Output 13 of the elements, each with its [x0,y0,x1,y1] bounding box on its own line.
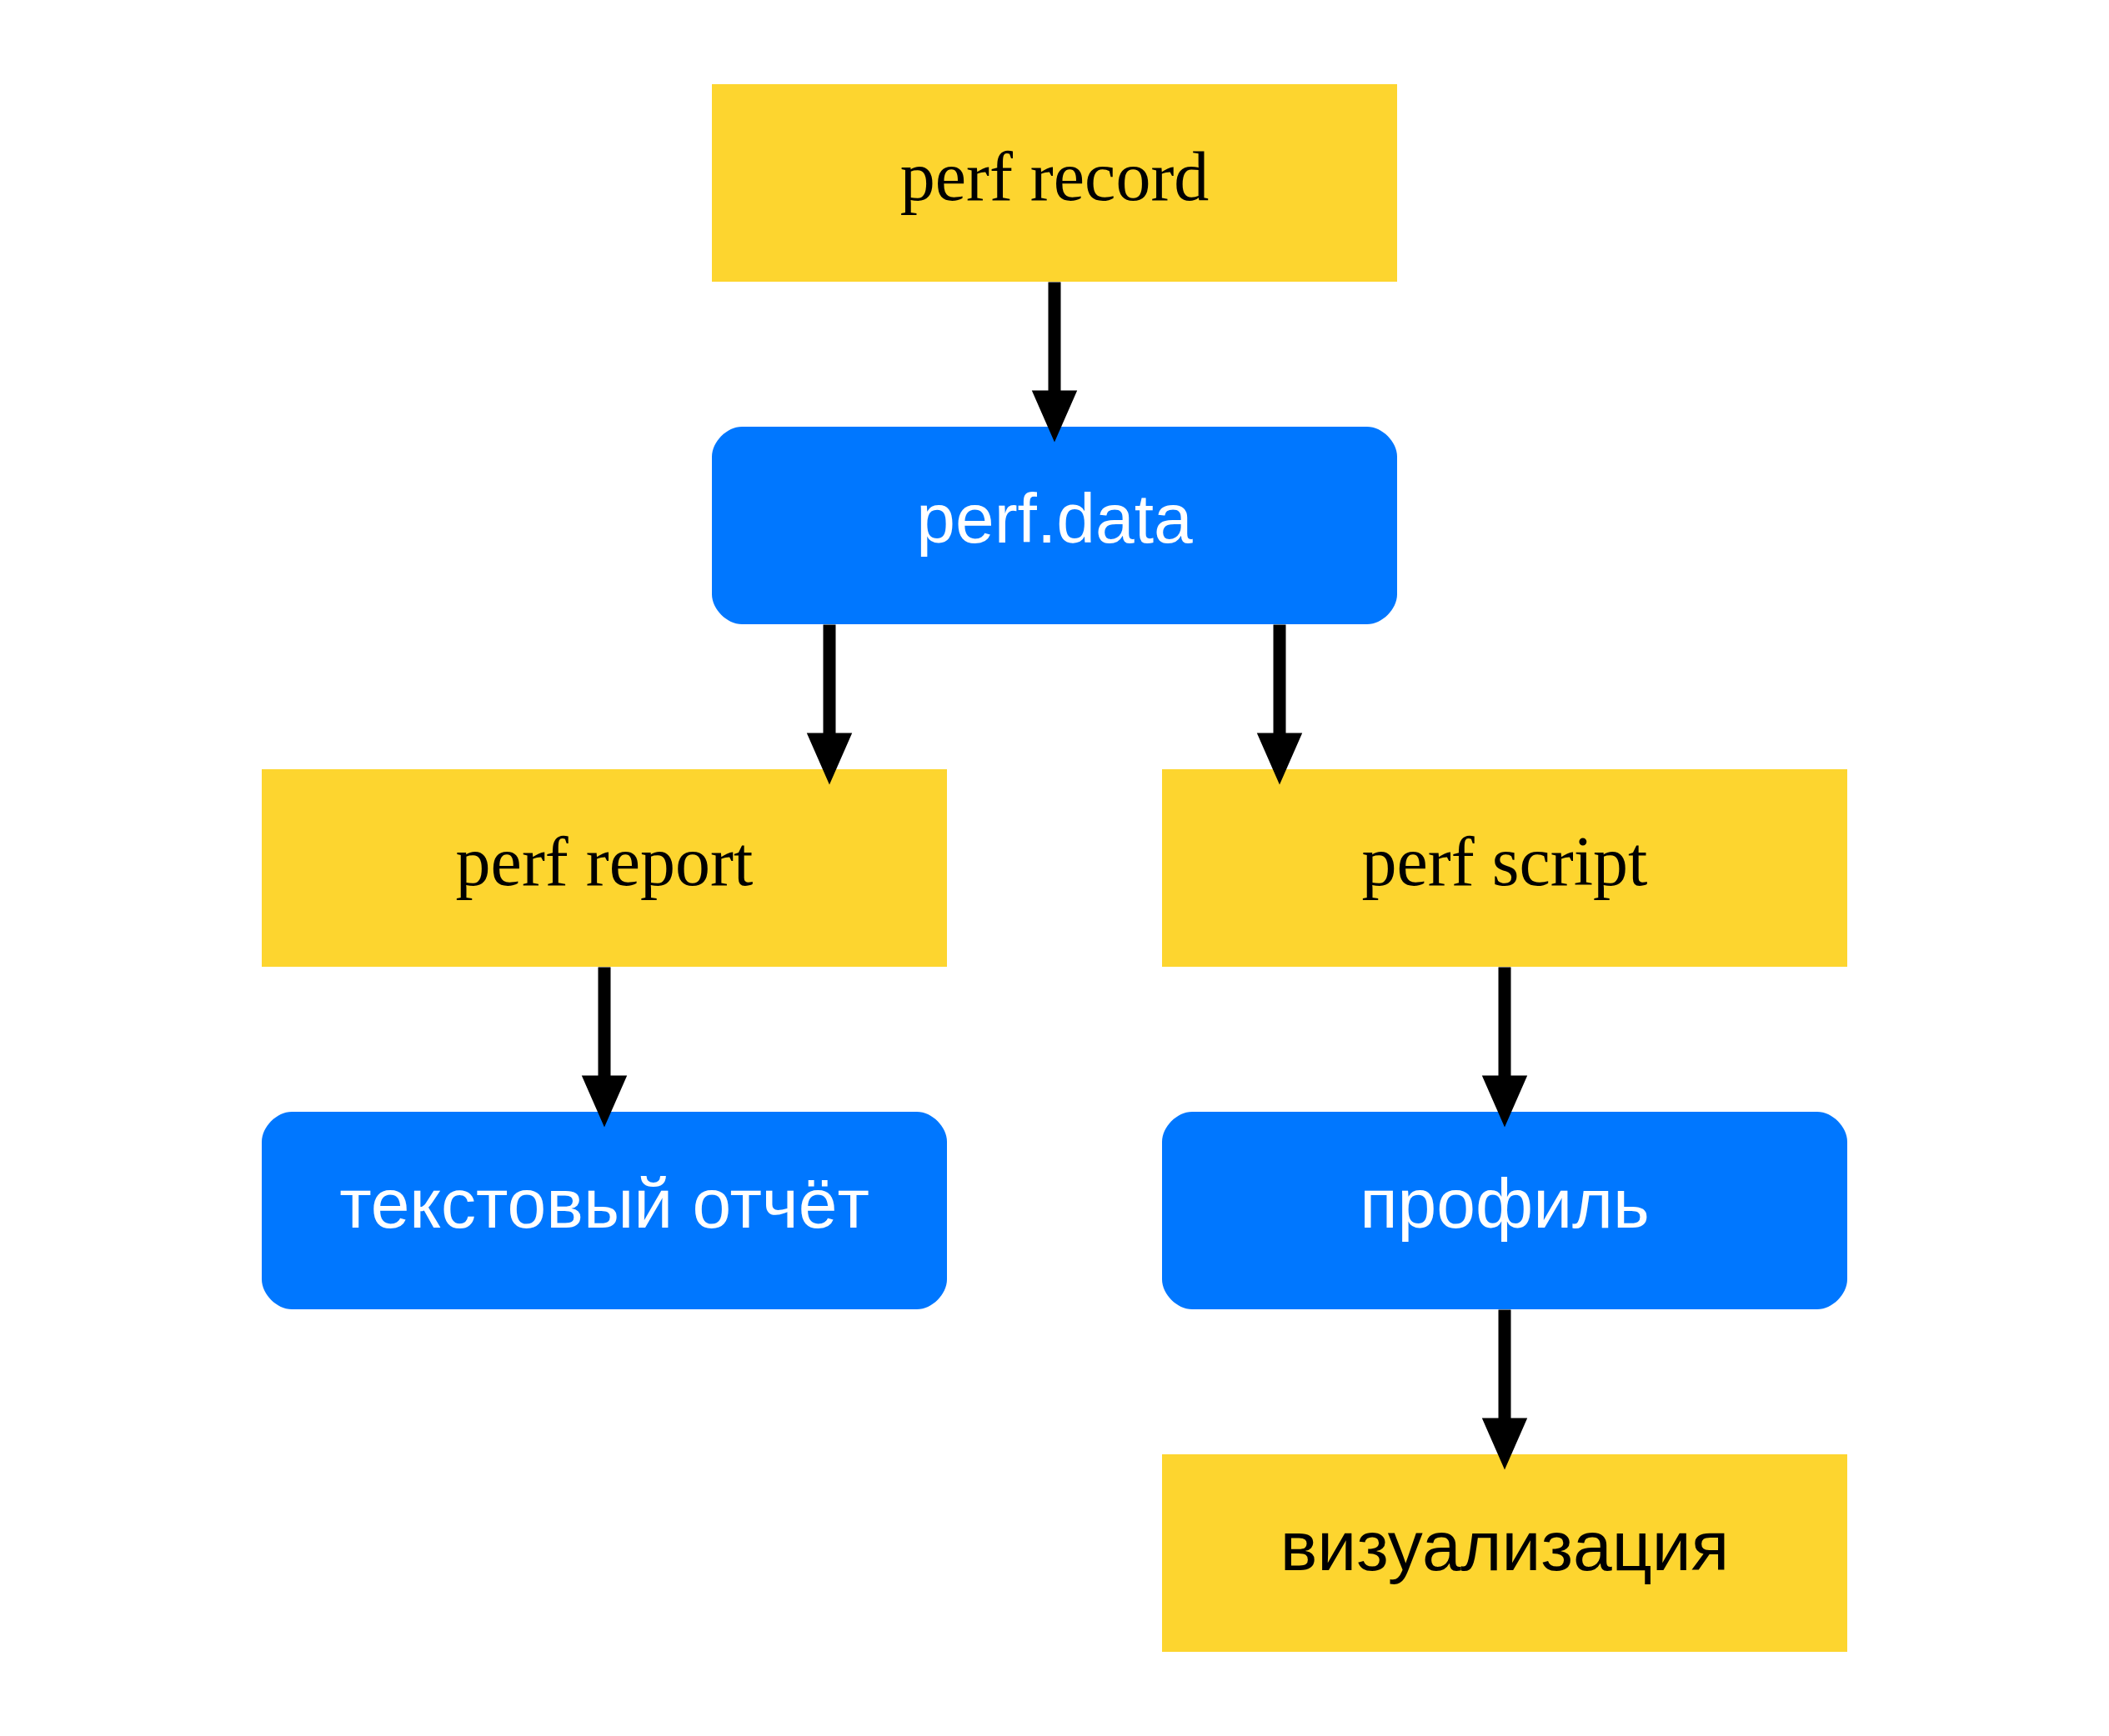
node-box: текстовый отчёт [262,1112,947,1309]
arrow [1481,967,1528,1128]
node-box: perf.data [712,427,1397,624]
node-box: perf record [712,84,1397,282]
node-box: perf script [1162,769,1847,967]
node-box: perf report [262,769,947,967]
arrow [1031,282,1078,443]
node-box: визуализация [1162,1454,1847,1652]
arrow [581,967,628,1128]
arrow [1481,1309,1528,1470]
arrow [1256,624,1303,785]
arrow [806,624,853,785]
node-box: профиль [1162,1112,1847,1309]
